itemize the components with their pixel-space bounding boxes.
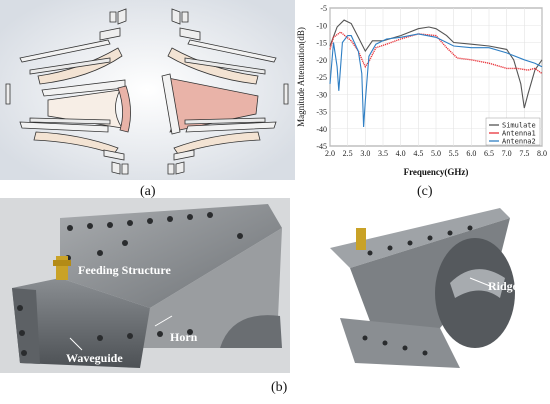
cad-connector-bottom-right (167, 161, 185, 175)
cad-clip-right (179, 27, 201, 41)
antenna-feed-connector (56, 256, 68, 280)
leader-waveguide (69, 337, 83, 351)
antenna-photo-right-image: Ridge (300, 198, 550, 373)
chart-x-tick-label: 3.5 (378, 149, 388, 158)
chart-y-tick-label: -10 (316, 21, 327, 30)
label-horn: Horn (170, 330, 198, 344)
cad-rail-left (29, 57, 111, 75)
antenna-horn-inner (220, 315, 282, 348)
leader-horn (154, 315, 173, 327)
leader-ridge (469, 277, 491, 287)
chart-x-tick-label: 4.0 (396, 149, 406, 158)
chart-x-tick-label: 8.0 (537, 149, 547, 158)
chart-y-tick-label: -45 (316, 142, 327, 151)
chart-y-tick-label: -25 (316, 73, 327, 82)
cad-side-plate-left (5, 83, 11, 105)
cad-rail-right (184, 57, 266, 75)
caption-c: (c) (417, 184, 433, 199)
cad-rail-lower-left (29, 117, 111, 125)
antenna-right-feed-connector (356, 228, 366, 250)
cad-side-plate-right (283, 83, 289, 105)
chart-series-antenna2 (329, 33, 543, 128)
chart-y-axis-label: Magnitude Attenuation(dB) (296, 27, 306, 127)
chart-x-tick-label: 6.5 (484, 149, 494, 158)
cad-drawing (0, 0, 295, 180)
cad-connector-top-left (109, 8, 127, 25)
caption-b: (b) (271, 380, 288, 395)
chart-x-tick-label: 5.5 (449, 149, 459, 158)
antenna-right-screws (362, 225, 473, 356)
label-ridge: Ridge (488, 279, 519, 293)
chart-series-simulate (329, 19, 543, 109)
chart-x-tick-label: 2.5 (343, 149, 353, 158)
cad-clip-left (99, 27, 121, 41)
cad-rail-lower-right (184, 117, 266, 125)
antenna-right-ridge (450, 269, 505, 298)
antenna-waveguide-block (12, 278, 150, 368)
antenna-right-horn-opening (435, 238, 515, 348)
chart-x-axis-label: Frequency(GHz) (404, 167, 469, 177)
label-waveguide: Waveguide (66, 351, 123, 365)
chart-x-tick-label: 4.5 (413, 149, 423, 158)
cad-exploded-view (0, 0, 295, 180)
antenna-horn-body (140, 228, 282, 348)
chart-svg: -5 -10 -15 -20 -25 -30 -35 -40 -45 2.0 2.5 3.0 3.5 4… (296, 4, 547, 177)
chart-legend-label: Antenna1 (502, 130, 536, 138)
chart-y-tick-label: -30 (316, 90, 327, 99)
cad-ridge-lower-right (173, 131, 261, 155)
cad-connector-bottom-left (111, 161, 129, 175)
chart-x-tick-label: 7.5 (519, 149, 529, 158)
cad-plate-lower-left (19, 121, 109, 133)
caption-a: (a) (140, 184, 156, 199)
antenna-photo-right: Ridge (300, 198, 550, 373)
antenna-right-bottom (340, 318, 460, 368)
chart-y-tick-label: -40 (316, 125, 327, 134)
cad-horn-flare-left (117, 85, 131, 133)
cad-plate-lower-right (185, 121, 277, 133)
chart-y-tick-label: -5 (320, 4, 327, 13)
antenna-photo-left-image: Feeding Structure Horn Waveguide (0, 198, 290, 373)
chart-x-tick-label: 3.0 (360, 149, 370, 158)
chart-x-tick-label: 7.0 (502, 149, 512, 158)
chart-y-tick-label: -35 (316, 108, 327, 117)
cad-plate-upper-left (19, 39, 111, 63)
cad-plate-upper-right (187, 39, 277, 63)
cad-clip-bottom-left (103, 149, 125, 161)
chart-x-tick-label: 5.0 (431, 149, 441, 158)
antenna-top-plate (60, 204, 282, 308)
cad-clip-bottom-right (173, 149, 195, 161)
chart-y-tick-label: -20 (316, 56, 327, 65)
chart-x-tick-label: 2.0 (325, 149, 335, 158)
cad-horn-wall-right (161, 73, 181, 135)
attenuation-chart: -5 -10 -15 -20 -25 -30 -35 -40 -45 2.0 2.5 3.0 3.5 4… (296, 0, 550, 180)
chart-x-tick-label: 6.0 (466, 149, 476, 158)
label-feeding-structure: Feeding Structure (78, 263, 171, 277)
chart-legend-label: Simulate (502, 122, 536, 130)
antenna-right-top-plate (330, 208, 510, 268)
chart-y-tick-label: -15 (316, 39, 327, 48)
cad-connector-top-right (171, 8, 189, 25)
antenna-photo-left: Feeding Structure Horn Waveguide (0, 198, 290, 373)
antenna-feed-connector-nut (53, 260, 71, 266)
chart-legend-label: Antenna2 (502, 138, 536, 146)
